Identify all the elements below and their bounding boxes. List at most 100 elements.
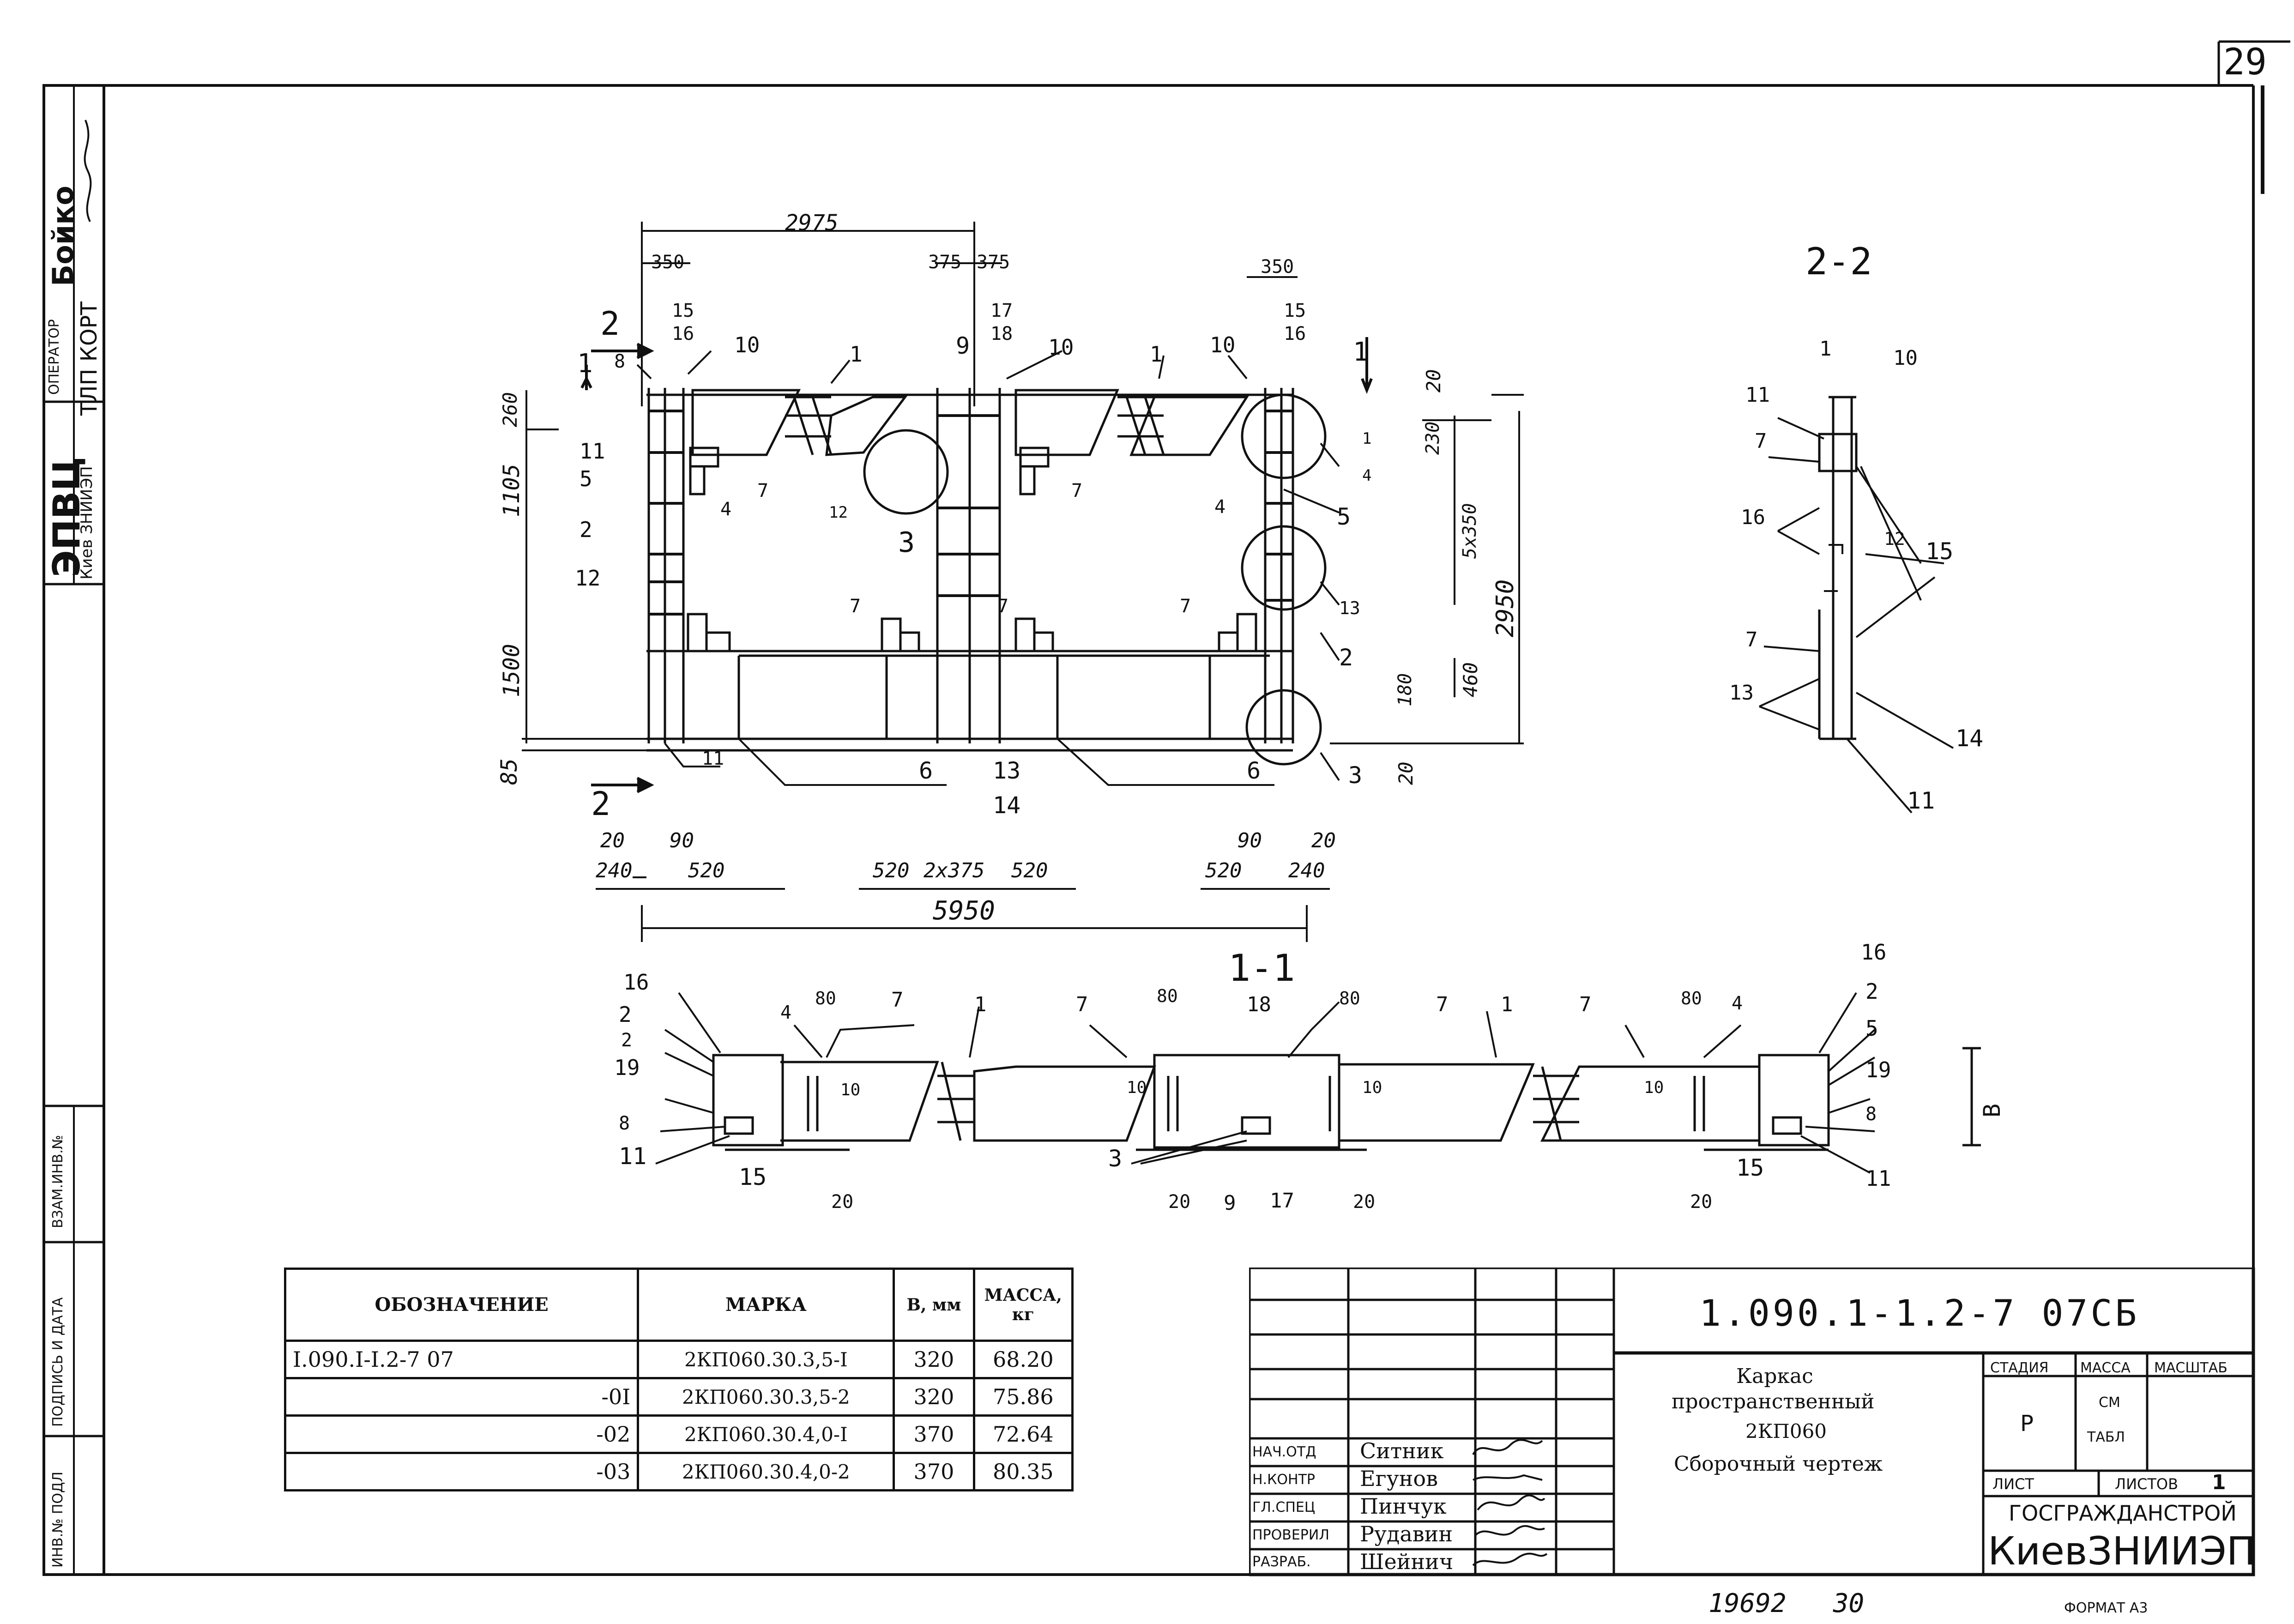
section-marker-2-top: 2 (600, 305, 620, 343)
footer-handwritten: 19692 30 (1708, 1588, 1865, 1618)
pos-label: 3 (1348, 762, 1363, 789)
role-name: Рудавин (1360, 1521, 1453, 1546)
left-strip-operator-label: ОПЕРАТОР (46, 319, 62, 395)
left-strip-inv-label: ИНВ.№ ПОДЛ (50, 1471, 66, 1568)
pos-label: 15 (1284, 300, 1306, 321)
sec1-label: 2 (1865, 979, 1878, 1004)
dim-bot-20-right: 20 (1311, 829, 1336, 852)
sec2-label: 11 (1907, 787, 1935, 814)
sec1-label: 10 (840, 1081, 861, 1099)
dim-bot-520-mid-l: 520 (873, 859, 910, 882)
dim-top-375b: 375 (977, 252, 1010, 273)
sec1-label: 9 (1224, 1191, 1236, 1215)
sec1-label: 10 (1362, 1078, 1382, 1097)
sec2-label: 16 (1741, 506, 1765, 529)
sheet-frame (42, 40, 2290, 1576)
pos-label: 1 (1150, 342, 1163, 367)
section-marker-1-right: 1 (1353, 337, 1369, 367)
pos-label: 7 (1180, 596, 1191, 617)
role-name: Шейнич (1360, 1549, 1454, 1574)
sec1-label: 7 (1579, 993, 1592, 1016)
stage-label: СТАДИЯ (1990, 1360, 2049, 1376)
left-strip-signature-name: Бойко (46, 186, 80, 286)
sec2-label: 11 (1745, 383, 1770, 407)
pos-label: 1 (850, 342, 863, 367)
spec-cell: 2КП060.30.4,0-I (637, 1414, 895, 1455)
sec2-label: 7 (1745, 628, 1758, 652)
spec-cell: 72.64 (972, 1414, 1074, 1455)
sec1-label: 18 (1247, 993, 1271, 1016)
spec-header-mass: МАССА, кг (972, 1267, 1074, 1342)
role-label: ПРОВЕРИЛ (1252, 1527, 1329, 1543)
dim-right-460: 460 (1459, 662, 1482, 697)
sec1-label: 1 (1501, 993, 1513, 1016)
pos-label: 10 (734, 332, 760, 357)
sec2-label: 13 (1729, 681, 1754, 705)
spec-cell: -03 (284, 1452, 640, 1491)
sec1-label: 3 (1108, 1145, 1123, 1172)
spec-cell: -0I (284, 1377, 640, 1417)
spec-cell: 75.86 (972, 1377, 1074, 1417)
pos-label: 2 (1339, 644, 1353, 671)
page-number: 29 (2223, 42, 2267, 83)
pos-label: 1 (1362, 429, 1372, 448)
pos-label: 12 (829, 503, 848, 522)
pos-label: 16 (672, 323, 694, 344)
pos-label: 6 (1247, 757, 1261, 784)
sec1-label: 80 (1157, 986, 1178, 1006)
spec-header-mark: МАРКА (637, 1267, 895, 1342)
scale-label: МАСШТАБ (2154, 1360, 2228, 1376)
dim-bot-20-left: 20 (600, 829, 625, 852)
pos-label: 3 (898, 526, 915, 559)
spec-cell: 2КП060.30.3,5-2 (637, 1377, 895, 1417)
sec1-label: 20 (1353, 1191, 1376, 1213)
pos-label: 2 (580, 517, 592, 542)
spec-cell: 320 (893, 1340, 975, 1380)
pos-label: 4 (1362, 466, 1372, 485)
spec-cell: -02 (284, 1414, 640, 1455)
pos-label: 7 (850, 596, 861, 617)
spec-cell: 2КП060.30.3,5-I (637, 1340, 895, 1380)
role-label: РАЗРАБ. (1252, 1554, 1311, 1570)
mass-label: МАССА (2080, 1360, 2131, 1376)
pos-label: 7 (757, 480, 769, 501)
dim-right-180: 180 (1395, 673, 1416, 706)
pos-label: 17 (990, 300, 1013, 321)
sec1-label: 16 (1861, 940, 1887, 965)
spec-cell: 68.20 (972, 1340, 1074, 1380)
pos-label: 18 (990, 323, 1013, 344)
left-strip-operator-value: ТЛП КОРТ (76, 302, 102, 416)
sec2-label: 7 (1755, 429, 1767, 453)
pos-label: 8 (614, 351, 626, 372)
section-marker-2-bot: 2 (591, 785, 611, 823)
role-label: НАЧ.ОТД (1252, 1444, 1316, 1460)
sec2-label: 10 (1893, 346, 1918, 370)
pos-label: 5 (580, 466, 592, 491)
sec1-label: 11 (619, 1143, 647, 1170)
mass-value-2: ТАБЛ (2087, 1429, 2125, 1445)
dim-right-2950: 2950 (1491, 579, 1519, 637)
sec1-label: 1 (974, 993, 987, 1016)
pos-label: 11 (580, 439, 605, 464)
dim-left-1500: 1500 (499, 644, 525, 697)
sec1-label: 10 (1127, 1078, 1147, 1097)
left-strip-vzam-label: ВЗАМ.ИНВ.№ (50, 1135, 66, 1228)
role-name: Ситник (1360, 1438, 1444, 1463)
dim-bot-240-right: 240 (1288, 859, 1325, 882)
spec-cell: 80.35 (972, 1452, 1074, 1491)
dim-bot-520-right: 520 (1205, 859, 1242, 882)
spec-cell: 320 (893, 1377, 975, 1417)
title-block (1249, 1268, 2255, 1576)
dim-bot-2x375: 2x375 (924, 859, 985, 882)
spec-cell: 2КП060.30.4,0-2 (637, 1452, 895, 1491)
sec2-label: 1 (1819, 337, 1832, 361)
dim-left-260: 260 (499, 392, 521, 427)
title-line-3: 2КП060 (1745, 1420, 1827, 1443)
section-2-2-title: 2-2 (1805, 240, 1872, 283)
sec1-label: 20 (831, 1191, 854, 1213)
dim-right-20-top: 20 (1422, 369, 1445, 392)
sec1-label: 16 (623, 970, 649, 995)
spec-cell: 370 (893, 1452, 975, 1491)
sec1-label: 2 (619, 1002, 632, 1027)
pos-label: 13 (1339, 598, 1360, 618)
